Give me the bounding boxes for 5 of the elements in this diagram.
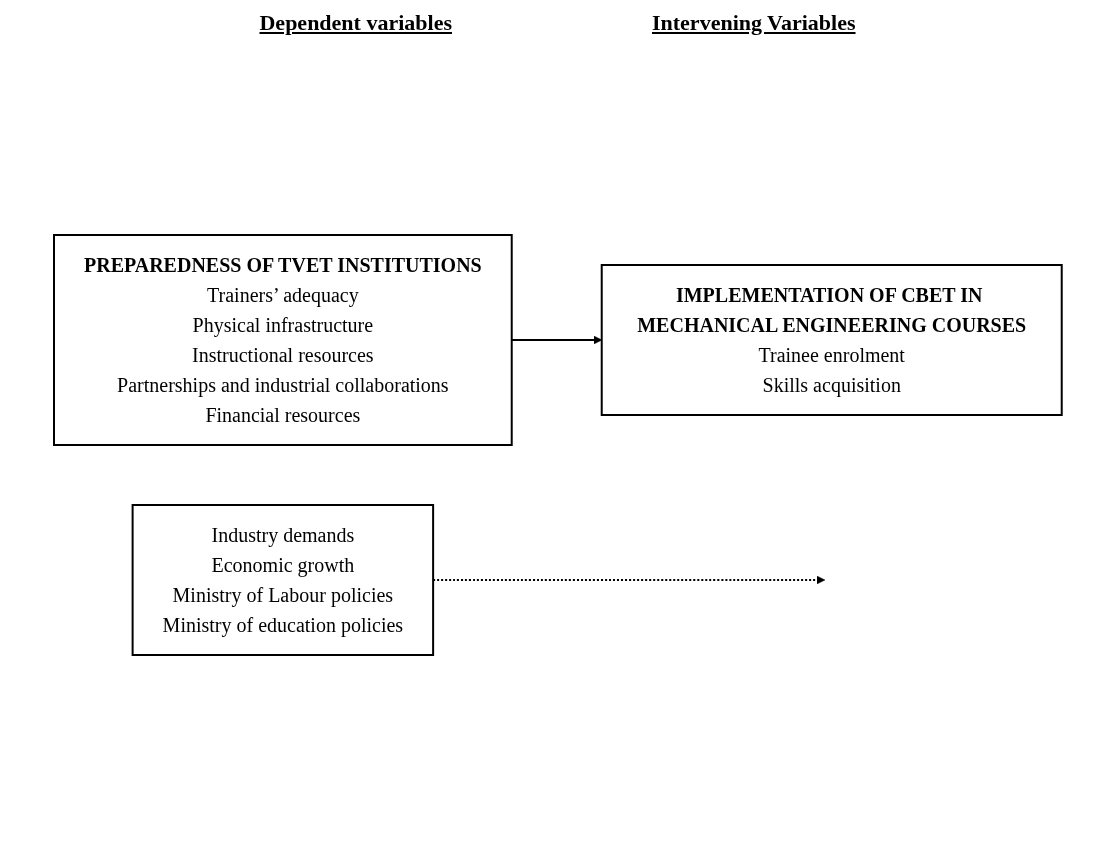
section-heading: Intervening Variables bbox=[652, 10, 856, 36]
node-box: PREPAREDNESS OF TVET INSTITUTIONS Trainers’ adequacy Physical infrastructure Instructional resources Partnerships and industrial collaborations Financial resources bbox=[52, 234, 513, 446]
node-box: IMPLEMENTATION OF CBET IN MECHANICAL ENGINEERING COURSES Trainee enrolment Skills acquisition bbox=[600, 264, 1063, 416]
section-heading: Dependent variables bbox=[259, 10, 452, 36]
node-box: Industry demands Economic growth Ministry of Labour policies Ministry of education policies bbox=[131, 504, 434, 656]
